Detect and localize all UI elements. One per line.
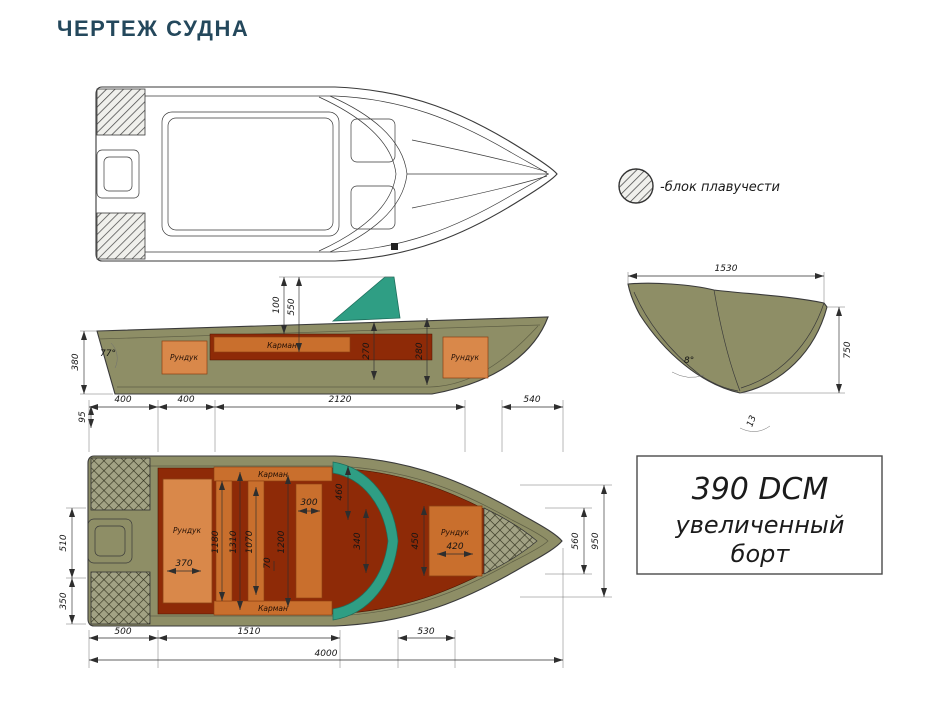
- side-profile-view: Карман Рундук Рундук 100 550 270 280 380…: [71, 276, 549, 428]
- gunwale-inner-line: [96, 465, 549, 617]
- seat-box: [350, 185, 396, 230]
- dim-400b: 400: [177, 395, 194, 405]
- angle-arc: [671, 371, 705, 378]
- sheer-line: [98, 324, 541, 340]
- bow-seam: [411, 139, 548, 173]
- angle-arc: [110, 342, 118, 369]
- cockpit-opening: [167, 117, 334, 231]
- top-deck-view: [95, 86, 558, 262]
- model-name: 390 DCM: [692, 472, 829, 507]
- dim-270: 270: [362, 342, 372, 359]
- angle-arc: [739, 425, 771, 432]
- windshield-profile: [331, 276, 401, 322]
- dim-1070: 1070: [245, 530, 255, 553]
- dim-300: 300: [300, 498, 317, 508]
- plan-dimensions: 400 400 2120 540 510 350 560 950 500 15: [59, 395, 612, 668]
- buoyancy-block: [90, 571, 151, 625]
- section-stringer: [713, 289, 741, 392]
- buoyancy-block: [96, 212, 146, 260]
- section-inner-right: [740, 302, 825, 389]
- windshield-arc: [318, 96, 397, 252]
- dim-450: 450: [411, 532, 421, 549]
- bow-seam: [411, 175, 548, 209]
- pocket-strip: [213, 336, 351, 353]
- dim-13: 13: [745, 414, 758, 428]
- cross-section-view: 8° 13 1530 750: [627, 264, 853, 432]
- dim-4000: 4000: [315, 649, 338, 659]
- dim-95: 95: [78, 411, 88, 423]
- dim-1530: 1530: [715, 264, 738, 274]
- hull-outline: [95, 86, 558, 262]
- bow-buoyancy-wedge: [483, 507, 538, 575]
- locker-label: Рундук: [173, 526, 201, 535]
- dim-280: 280: [415, 342, 425, 359]
- angle-77: 77°: [100, 349, 116, 359]
- dim-1510: 1510: [238, 627, 261, 637]
- pocket-strip: [213, 466, 333, 482]
- pocket-label: Карман: [258, 470, 288, 479]
- dim-550: 550: [287, 298, 297, 315]
- dim-540: 540: [523, 395, 540, 405]
- dim-350: 350: [59, 592, 69, 609]
- buoyancy-block: [90, 457, 151, 511]
- seat-box: [350, 118, 396, 163]
- angle-8: 8°: [684, 356, 694, 366]
- locker-box: [162, 478, 213, 604]
- dim-510: 510: [59, 534, 69, 551]
- dim-1200: 1200: [277, 530, 287, 553]
- page-title: ЧЕРТЕЖ СУДНА: [57, 16, 250, 41]
- section-inner-left: [633, 291, 739, 392]
- buoyancy-block-icon: [618, 168, 654, 204]
- dim-400: 400: [114, 395, 131, 405]
- dim-560: 560: [571, 532, 581, 549]
- windshield-arc: [329, 95, 408, 253]
- motor-well-inner: [94, 525, 126, 557]
- motor-well: [87, 518, 133, 564]
- dim-750: 750: [843, 341, 853, 358]
- dim-950: 950: [591, 532, 601, 549]
- windshield-plan: [332, 461, 399, 621]
- locker-label: Рундук: [170, 353, 198, 362]
- dim-100: 100: [272, 296, 282, 313]
- pocket-strip: [213, 600, 333, 616]
- motor-well-inner: [103, 156, 133, 192]
- pocket-label: Карман: [258, 604, 288, 613]
- dim-2120: 2120: [329, 395, 352, 405]
- dim-70: 70: [263, 557, 273, 569]
- buoyancy-block: [96, 88, 146, 136]
- dim-1180: 1180: [211, 530, 221, 553]
- dim-340: 340: [353, 532, 363, 549]
- plan-interior-view: Карман Карман Рундук Рундук 370 1180 131…: [87, 455, 563, 627]
- model-subtitle: увеличенный: [675, 511, 845, 539]
- dim-370: 370: [175, 559, 192, 569]
- pocket-label: Карман: [267, 341, 297, 350]
- locker-box: [442, 336, 489, 379]
- dim-530: 530: [417, 627, 434, 637]
- dim-1310: 1310: [229, 530, 239, 553]
- locker-box: [428, 505, 483, 577]
- model-box-frame: [636, 455, 883, 575]
- model-label-box: 390 DCM увеличенный борт: [636, 455, 883, 575]
- cockpit-coaming: [161, 111, 340, 237]
- legend: -блок плавучести: [618, 168, 780, 204]
- cleat: [391, 243, 398, 250]
- dim-380: 380: [71, 353, 81, 370]
- model-subtitle: борт: [731, 540, 791, 568]
- dim-460: 460: [335, 483, 345, 500]
- dim-420: 420: [446, 542, 463, 552]
- locker-label: Рундук: [441, 528, 469, 537]
- locker-label: Рундук: [451, 353, 479, 362]
- motor-well: [96, 149, 140, 199]
- locker-box: [161, 340, 208, 375]
- section-outline: [627, 282, 828, 394]
- thwart-bar: [295, 483, 323, 599]
- dim-500: 500: [114, 627, 131, 637]
- legend-label: -блок плавучести: [660, 180, 780, 195]
